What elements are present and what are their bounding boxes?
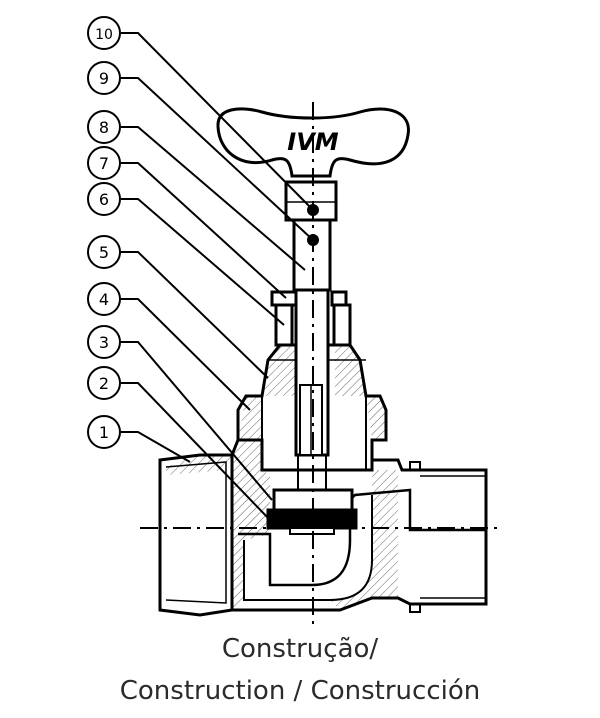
leader-1 (121, 431, 191, 463)
callout-1-label: 1 (99, 423, 109, 442)
callout-2: 2 (87, 366, 121, 400)
leader-8 (121, 126, 306, 271)
leader-6 (121, 198, 285, 326)
callout-markers: 10 9 8 7 6 5 4 3 2 1 (87, 16, 121, 449)
handle-nut (284, 180, 338, 222)
callout-7: 7 (87, 146, 121, 180)
valve-body (158, 438, 488, 617)
gland-nut (270, 290, 352, 347)
callout-3-label: 3 (99, 333, 109, 352)
leader-5 (121, 251, 269, 379)
leader-10 (121, 32, 314, 211)
leader-3 (121, 341, 273, 501)
valve-bonnet (236, 343, 388, 472)
callout-9: 9 (87, 61, 121, 95)
callout-5-label: 5 (99, 243, 109, 262)
callout-10: 10 (87, 16, 121, 50)
callout-4: 4 (87, 282, 121, 316)
callout-9-label: 9 (99, 69, 109, 88)
callout-6-label: 6 (99, 190, 109, 209)
callout-6: 6 (87, 182, 121, 216)
center-lines (140, 102, 500, 625)
leader-4 (121, 298, 251, 411)
callout-7-label: 7 (99, 154, 109, 173)
callout-8-label: 8 (99, 118, 109, 137)
callout-1: 1 (87, 415, 121, 449)
callout-3: 3 (87, 325, 121, 359)
callout-4-label: 4 (99, 290, 109, 309)
leader-2 (121, 382, 271, 521)
callout-leaders (121, 32, 319, 521)
leader-9 (121, 77, 314, 241)
callout-10-label: 10 (95, 27, 113, 43)
leader-7 (121, 162, 287, 299)
callout-5: 5 (87, 235, 121, 269)
caption-line-1: Construção/ (221, 634, 379, 664)
callout-8: 8 (87, 110, 121, 144)
caption-line-2: Construction / Construcción (119, 676, 481, 706)
callout-2-label: 2 (99, 374, 109, 393)
valve-cross-section-diagram: IVM 10 9 8 7 6 5 4 3 2 1 (87, 16, 500, 625)
